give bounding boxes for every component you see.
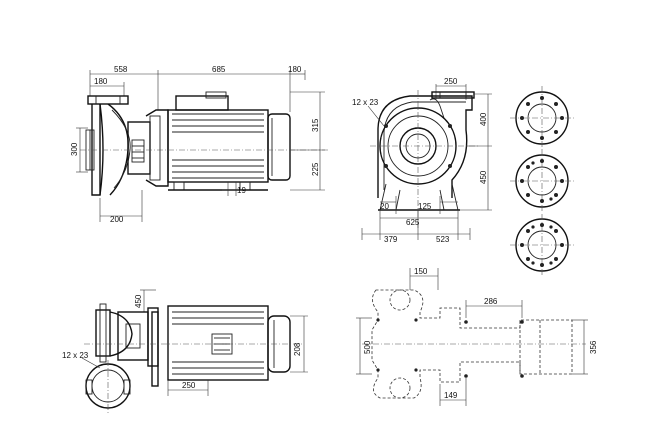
dim-180-top-right: 180 (288, 65, 302, 74)
side-view: 250 12 x 23 400 450 20 125 625 379 523 (352, 77, 492, 244)
flange-view-top (510, 86, 574, 150)
dim-523: 523 (436, 235, 450, 244)
dim-20: 20 (380, 202, 389, 211)
dim-12x23-top: 12 x 23 (62, 351, 89, 360)
dim-450-top: 450 (134, 294, 143, 308)
dim-250-side: 250 (444, 77, 458, 86)
dim-450-side: 450 (479, 170, 488, 184)
dim-500: 500 (363, 340, 372, 354)
dim-12x23-side: 12 x 23 (352, 98, 379, 107)
top-view: 450 208 12 x 23 250 (62, 289, 308, 414)
dim-149: 149 (444, 391, 458, 400)
dim-208: 208 (293, 342, 302, 356)
dim-125: 125 (418, 202, 432, 211)
front-view: 558 685 180 180 315 225 300 19 200 (70, 65, 330, 224)
dim-180-left: 180 (94, 77, 108, 86)
dim-225: 225 (311, 162, 320, 176)
dim-300: 300 (70, 142, 79, 156)
dim-379: 379 (384, 235, 398, 244)
dim-625: 625 (406, 218, 420, 227)
flange-view-middle (510, 150, 574, 212)
dim-315: 315 (311, 118, 320, 132)
dim-200: 200 (110, 215, 124, 224)
dim-286: 286 (484, 297, 498, 306)
dim-685: 685 (212, 65, 226, 74)
flange-view-bottom (510, 214, 574, 276)
dim-558: 558 (114, 65, 128, 74)
dim-356: 356 (589, 340, 598, 354)
dim-250-top: 250 (182, 381, 196, 390)
dim-19: 19 (237, 186, 246, 195)
dim-150: 150 (414, 267, 428, 276)
dim-400: 400 (479, 112, 488, 126)
outline-view: 150 286 500 356 149 (356, 267, 598, 406)
